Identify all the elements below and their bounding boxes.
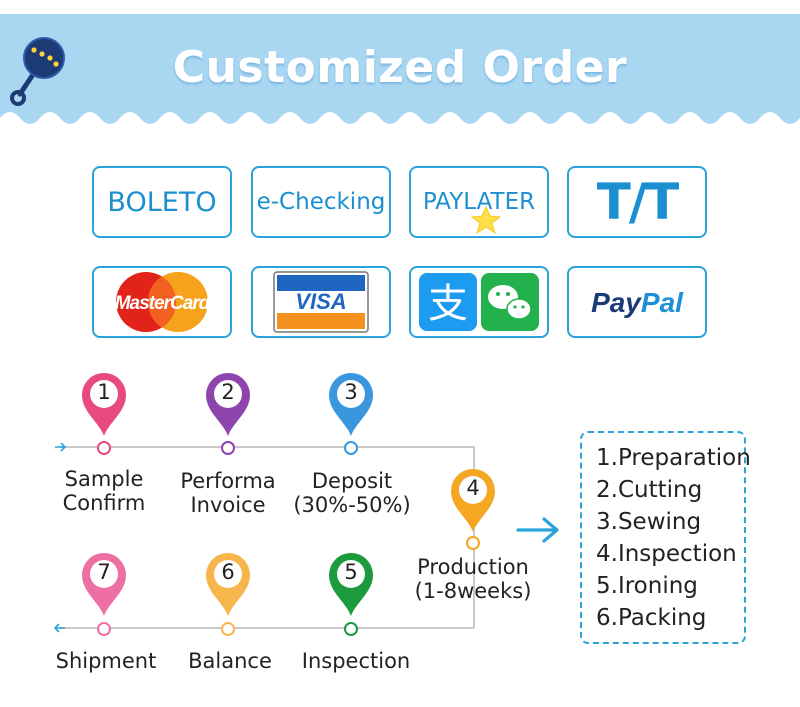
mastercard-text: MasterCard (115, 293, 211, 314)
step-3-number: 3 (344, 380, 358, 404)
svg-text:PayPal: PayPal (591, 287, 684, 318)
step-3-marker (344, 441, 358, 455)
payment-mastercard[interactable]: MasterCard (92, 266, 232, 338)
payment-paypal[interactable]: PayPal (567, 266, 707, 338)
paypal-logo-icon: PayPal (591, 287, 684, 318)
step-6-number: 6 (221, 560, 235, 584)
alipay-char: 支 (428, 281, 468, 327)
payment-tt[interactable]: T/T (567, 166, 707, 238)
detail-item: 3.Sewing (596, 509, 702, 535)
detail-item: 1.Preparation (596, 445, 751, 471)
payment-visa[interactable]: VISA (251, 266, 391, 338)
step-1-pin: 1 (80, 372, 128, 438)
map-pin-icon (329, 553, 373, 616)
payment-paylater[interactable]: PAYLATER (409, 166, 549, 238)
detail-item: 5.Ironing (596, 573, 698, 599)
timeline-top-line (60, 446, 474, 448)
step-1-number: 1 (97, 380, 111, 404)
timeline-bottom-line (60, 627, 474, 629)
step-7-marker (97, 622, 111, 636)
map-pin-icon (206, 373, 250, 436)
map-pin-icon (206, 553, 250, 616)
star-icon (471, 206, 501, 234)
payment-alipay-wechat[interactable]: 支 (409, 266, 549, 338)
rattle-icon (10, 37, 65, 106)
e-checking-label: e-Checking (256, 189, 386, 215)
payment-e-checking[interactable]: e-Checking (251, 166, 391, 238)
step-1-marker (97, 441, 111, 455)
payment-boleto[interactable]: BOLETO (92, 166, 232, 238)
arrow-right-icon (516, 517, 559, 543)
step-5-label: Inspection (301, 649, 411, 673)
step-4-label: Production(1-8weeks) (414, 555, 532, 603)
step-4-marker (466, 536, 480, 550)
step-2-number: 2 (221, 380, 235, 404)
timeline-end-arrow-icon (53, 623, 65, 633)
step-5-marker (344, 622, 358, 636)
map-pin-icon (82, 373, 126, 436)
detail-item: 4.Inspection (596, 541, 737, 567)
step-6-pin: 6 (204, 552, 252, 618)
step-7-label: Shipment (55, 649, 157, 673)
mastercard-logo-icon: MasterCard (115, 272, 212, 332)
map-pin-icon (329, 373, 373, 436)
step-3-label: Deposit(30%-50%) (293, 469, 411, 517)
page-title: Customized Order (172, 42, 628, 93)
step-7-number: 7 (97, 560, 111, 584)
detail-item: 2.Cutting (596, 477, 703, 503)
paypal-pal-text: Pal (641, 287, 684, 318)
banner-top-strip (0, 0, 800, 14)
paylater-label: PAYLATER (422, 189, 536, 215)
header-banner (0, 0, 800, 124)
paypal-pay-text: Pay (591, 287, 642, 318)
production-details-box: 1.Preparation 2.Cutting 3.Sewing 4.Inspe… (580, 431, 751, 644)
step-5-pin: 5 (327, 552, 375, 618)
detail-item: 6.Packing (596, 605, 707, 631)
tt-label: T/T (596, 173, 679, 231)
step-5-number: 5 (344, 560, 358, 584)
alipay-wechat-logo-icon: 支 (419, 273, 539, 331)
banner-wave (0, 0, 800, 124)
step-6-marker (221, 622, 235, 636)
step-4-pin: 4 (449, 468, 497, 534)
map-pin-icon (82, 553, 126, 616)
step-4-number: 4 (466, 476, 480, 500)
step-2-pin: 2 (204, 372, 252, 438)
step-6-label: Balance (188, 649, 272, 673)
timeline-start-arrow-icon (55, 442, 67, 452)
step-3-pin: 3 (327, 372, 375, 438)
step-7-pin: 7 (80, 552, 128, 618)
map-pin-icon (451, 469, 495, 532)
visa-text: VISA (295, 289, 346, 314)
boleto-label: BOLETO (107, 186, 217, 218)
step-2-marker (221, 441, 235, 455)
visa-card-logo-icon: VISA (273, 271, 369, 333)
